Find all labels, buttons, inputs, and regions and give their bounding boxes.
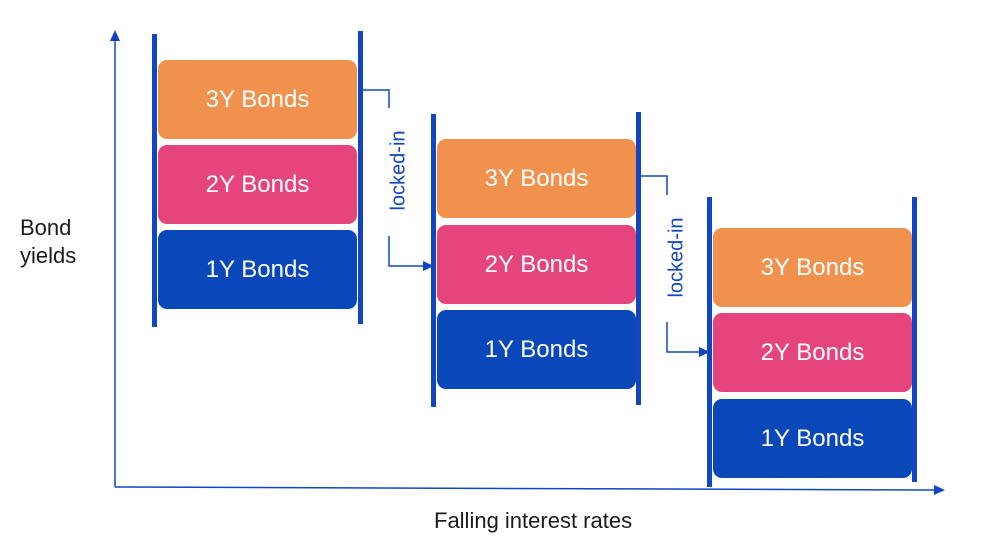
y-axis-arrowhead: [110, 30, 120, 41]
bond-label: 2Y Bonds: [484, 250, 589, 278]
connector-1-arrowhead: [423, 261, 434, 271]
stack-2-bond-1y: 1Y Bonds: [437, 310, 636, 389]
bond-label: 1Y Bonds: [484, 335, 589, 363]
stack-2-right-rail: [636, 112, 641, 405]
stack-1-bond-3y: 3Y Bonds: [158, 60, 357, 139]
x-axis: [114, 485, 945, 495]
stack-3-bond-2y: 2Y Bonds: [713, 313, 912, 392]
stack-1-left-rail: [152, 34, 157, 327]
bond-label: 3Y Bonds: [760, 253, 865, 281]
stack-3-bond-3y: 3Y Bonds: [713, 228, 912, 307]
stack-2-left-rail: [431, 114, 436, 407]
y-axis-label: Bond yields: [20, 215, 77, 268]
stack-2-bond-3y: 3Y Bonds: [437, 139, 636, 218]
stack-1-bond-2y: 2Y Bonds: [158, 145, 357, 224]
connector-2-label: locked-in: [665, 217, 688, 298]
connector-1-label: locked-in: [387, 130, 410, 211]
connector-2: [639, 175, 710, 357]
bond-label: 2Y Bonds: [760, 338, 865, 366]
connector-1: [360, 89, 434, 271]
x-axis-label: Falling interest rates: [434, 508, 633, 533]
bond-label: 2Y Bonds: [205, 170, 310, 198]
connector-2-arrowhead: [699, 347, 710, 357]
stack-3-bond-1y: 1Y Bonds: [713, 399, 912, 478]
stack-3-right-rail: [912, 197, 917, 482]
stack-2-bond-2y: 2Y Bonds: [437, 225, 636, 304]
stack-1-right-rail: [358, 31, 363, 324]
y-axis: [110, 30, 120, 487]
bond-label: 3Y Bonds: [484, 164, 589, 192]
bond-label: 3Y Bonds: [205, 85, 310, 113]
bond-label: 1Y Bonds: [205, 255, 310, 283]
stack-3-left-rail: [707, 197, 712, 487]
bond-label: 1Y Bonds: [760, 424, 865, 452]
x-axis-arrowhead: [934, 485, 945, 495]
stack-1-bond-1y: 1Y Bonds: [158, 230, 357, 309]
